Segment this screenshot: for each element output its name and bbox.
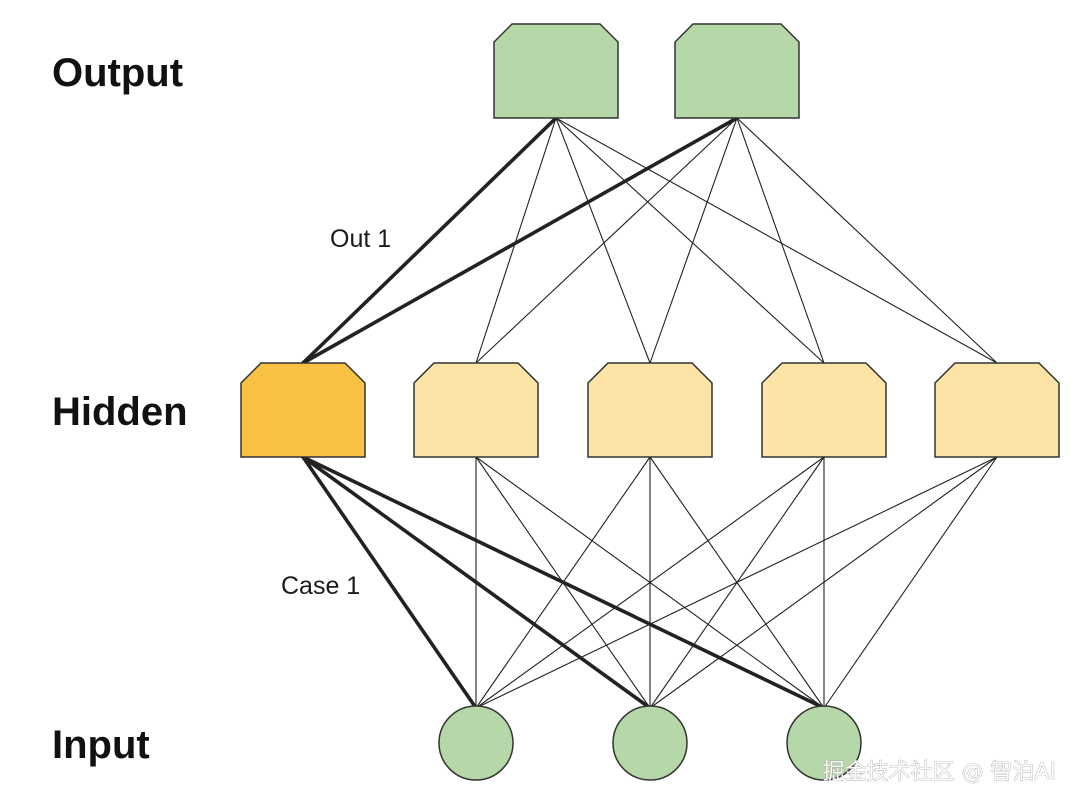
connections <box>301 116 998 710</box>
edge-hidden-3-to-output-2 <box>649 117 738 364</box>
edge-input-3-to-hidden-2 <box>475 456 825 709</box>
hidden-node-5 <box>934 362 1060 458</box>
output-node-2 <box>674 23 800 119</box>
nodes <box>240 23 1060 781</box>
output-layer-label: Output <box>52 51 183 95</box>
edge-hidden-1-to-output-1 <box>301 116 558 365</box>
input-node-1 <box>438 705 514 781</box>
edge-hidden-4-to-output-1 <box>555 117 825 364</box>
edge-hidden-4-to-output-2 <box>736 117 825 364</box>
edge-input-2-to-hidden-1 <box>301 455 652 710</box>
edge-hidden-5-to-output-2 <box>736 117 998 364</box>
edge-hidden-5-to-output-1 <box>555 117 998 364</box>
hidden-node-4 <box>761 362 887 458</box>
edge-hidden-2-to-output-2 <box>475 117 738 364</box>
input-node-3 <box>786 705 862 781</box>
hidden-node-3 <box>587 362 713 458</box>
input-layer-label: Input <box>52 723 150 767</box>
input-node-2 <box>612 705 688 781</box>
edge-hidden-2-to-output-1 <box>475 117 557 364</box>
edge-input-3-to-hidden-5 <box>823 456 998 709</box>
case-1-label: Case 1 <box>281 572 360 600</box>
hidden-node-2 <box>413 362 539 458</box>
watermark-text: 掘金技术社区 @ 智泊AI <box>822 760 1056 785</box>
edge-hidden-1-to-output-2 <box>301 116 739 365</box>
hidden-node-1 <box>240 362 366 458</box>
edge-input-3-to-hidden-3 <box>649 456 825 709</box>
out-1-label: Out 1 <box>330 225 391 253</box>
edge-input-1-to-hidden-1 <box>301 455 478 710</box>
hidden-layer-label: Hidden <box>52 390 188 434</box>
edge-hidden-3-to-output-1 <box>555 117 651 364</box>
output-node-1 <box>493 23 619 119</box>
edge-input-3-to-hidden-1 <box>301 455 826 710</box>
